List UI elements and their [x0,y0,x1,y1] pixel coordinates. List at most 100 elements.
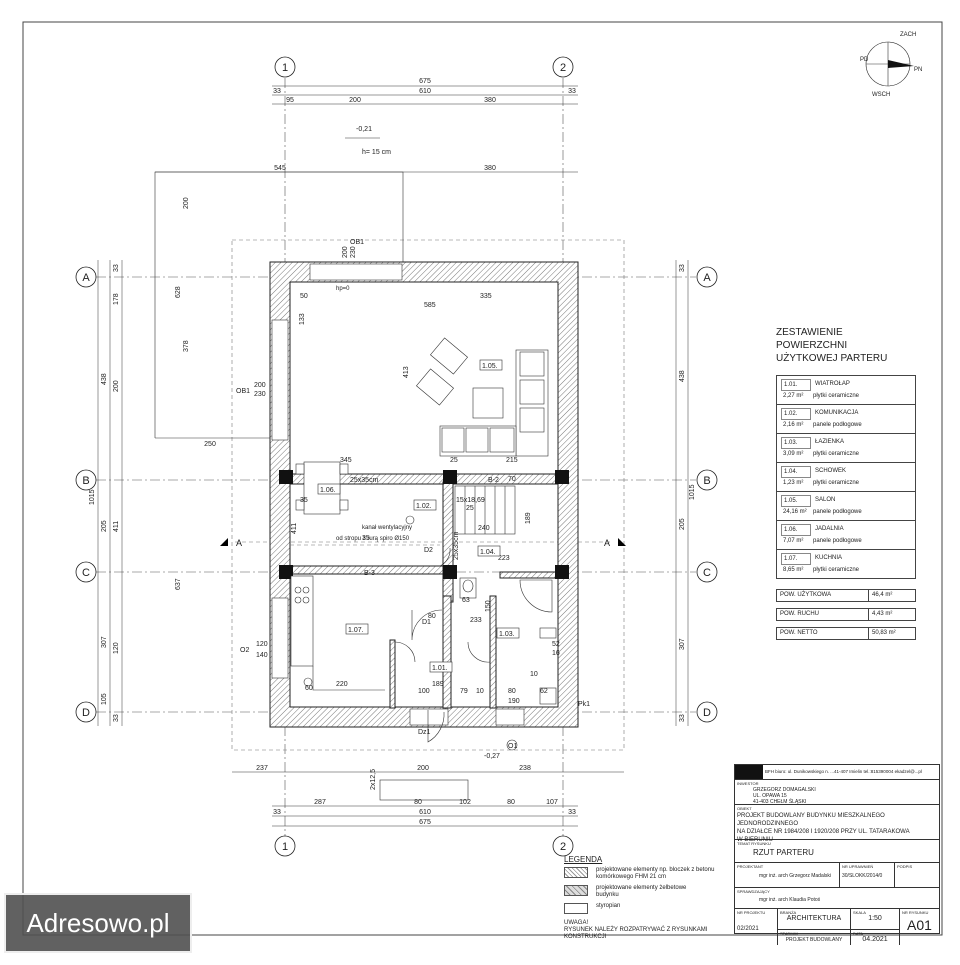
svg-text:Dz1: Dz1 [418,729,431,736]
room-label: 1.03. [499,631,515,638]
room-name: JADALNIA [815,526,844,532]
room-area: 24,16 m² [783,509,807,515]
svg-text:35: 35 [300,497,308,504]
svg-text:62: 62 [540,688,548,695]
svg-text:637: 637 [175,578,182,590]
svg-text:200: 200 [417,765,429,772]
svg-text:33: 33 [679,264,686,272]
svg-text:250: 250 [204,441,216,448]
svg-text:287: 287 [314,799,326,806]
grid-bubble-2-bottom: 2 [552,835,574,857]
room-name: SCHOWEK [815,468,847,474]
svg-text:25: 25 [466,505,474,512]
room-area: 2,16 m² [783,422,804,428]
room-label: 1.06. [320,487,336,494]
svg-text:190: 190 [508,698,520,705]
svg-text:33: 33 [568,88,576,95]
svg-text:200: 200 [254,382,266,389]
svg-text:307: 307 [101,636,108,648]
svg-text:A: A [703,272,711,284]
room-area: 8,65 m² [783,567,804,573]
grid-bubble-1-bottom: 1 [274,835,296,857]
svg-text:35: 35 [362,535,370,542]
svg-text:ZACH: ZACH [900,32,916,38]
section-marker-right: A [604,538,626,548]
grid-bubble-a-left: A [75,266,97,288]
legend-item: projektowane elementy np. bloczek z beto… [564,867,734,881]
room-label: 1.01. [432,665,448,672]
svg-text:D2: D2 [424,547,433,554]
room-number: 1.03. [781,437,811,449]
grid-label: 1 [282,841,288,853]
svg-text:A: A [82,272,90,284]
svg-text:230: 230 [350,246,357,258]
svg-text:238: 238 [519,765,531,772]
svg-text:345: 345 [340,457,352,464]
svg-text:od stropu z rurą spiro Ø150: od stropu z rurą spiro Ø150 [336,536,410,542]
svg-text:411: 411 [113,521,120,532]
designer-row: PROJEKTANT mgr inż. arch Grzegorz Madals… [735,863,939,888]
watermark-badge: Adresowo.pl [4,893,192,953]
room-label: 1.05. [482,363,498,370]
svg-text:h= 15 cm: h= 15 cm [362,149,391,156]
grid-bubble-b-left: B [75,469,97,491]
room-finish: płytki ceramiczne [813,567,860,573]
grid-bubble-2: 2 [552,56,574,78]
svg-text:205: 205 [679,518,686,530]
watermark-text: Adresowo.pl [26,907,170,938]
svg-text:33: 33 [273,809,281,816]
svg-text:189: 189 [525,512,532,524]
svg-text:10: 10 [530,671,538,678]
svg-text:52: 52 [552,641,560,648]
swatch-styrofoam [564,903,588,914]
svg-text:102: 102 [459,799,471,806]
room-label: 1.07. [348,627,364,634]
upper-floor-outline [231,239,625,751]
interior-dimensions: 50 585 335 345 25 215 70 25 240 413 189 … [291,293,560,705]
svg-text:33: 33 [113,264,120,272]
doors [394,547,491,743]
svg-text:-0,27: -0,27 [484,753,500,760]
svg-text:585: 585 [424,302,436,309]
room-number: 1.06. [781,524,811,536]
svg-text:hp=0: hp=0 [336,286,350,292]
svg-text:79: 79 [460,688,468,695]
investor-row: INWESTOR GRZEGORZ DOMAGALSKI UL. OPAWA 1… [735,780,939,805]
svg-text:223: 223 [498,555,510,562]
room-name: KUCHNIA [815,555,843,561]
svg-text:C: C [703,567,711,579]
summary-title: ZESTAWIENIE POWIERZCHNI UŻYTKOWEJ PARTER… [776,327,888,364]
total-label: POW. RUCHU [776,608,869,621]
svg-text:80: 80 [508,688,516,695]
room-finish: płytki ceramiczne [813,393,860,399]
opening-labels: OB1 200 230 OB1 200 230 O2 120 140 O1 D1… [236,239,517,751]
drawing-row: TEMAT RYSUNKU RZUT PARTERU [735,840,939,863]
svg-text:C: C [82,567,90,579]
grid-label: 2 [560,62,566,74]
svg-text:240: 240 [478,525,490,532]
svg-text:PN: PN [914,67,922,73]
grid-bubble-d-left: D [75,701,97,723]
room-area: 1,23 m² [783,480,804,486]
svg-text:335: 335 [480,293,492,300]
title-block: BFH biuro: ul. Dunikowskiego n. ...41-40… [734,764,940,945]
room-number: 1.02. [781,408,811,420]
svg-text:233: 233 [470,617,482,624]
swatch-concrete-block [564,867,588,878]
grid-bubble-c-right: C [696,561,718,583]
grid-label: 2 [560,841,566,853]
svg-text:610: 610 [419,88,431,95]
svg-text:105: 105 [101,693,108,705]
room-label: 1.04. [480,549,496,556]
svg-text:220: 220 [336,681,348,688]
svg-text:628: 628 [175,286,182,298]
